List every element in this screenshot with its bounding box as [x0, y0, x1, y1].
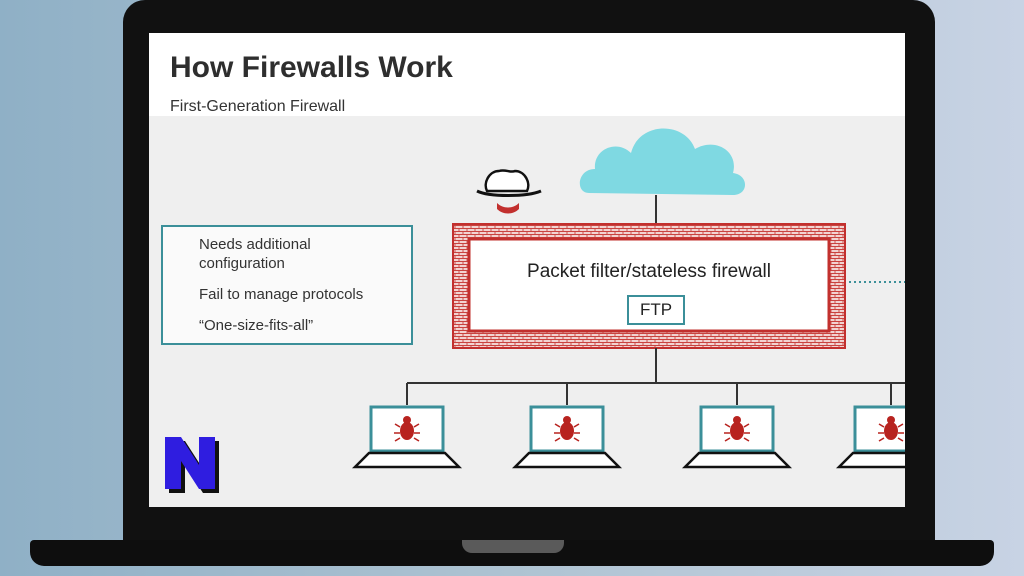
- n-logo-icon: [165, 437, 219, 493]
- slide-title: How Firewalls Work: [170, 51, 453, 84]
- laptop-notch: [462, 540, 564, 553]
- issue-item: “One-size-fits-all”: [163, 316, 313, 335]
- laptop-bug-icon: [681, 405, 793, 469]
- laptop-screen: How Firewalls Work First-Generation Fire…: [149, 33, 905, 507]
- issue-item: Needs additional configuration: [163, 235, 311, 273]
- issue-text-line: “One-size-fits-all”: [199, 317, 314, 334]
- laptop-bug-icon: [511, 405, 623, 469]
- laptop-bug-icon: [835, 405, 905, 469]
- ftp-protocol-box: FTP: [627, 295, 685, 325]
- issue-text-line: configuration: [199, 255, 285, 272]
- firewall-diagram: [165, 128, 905, 493]
- issue-text-line: Needs additional: [199, 236, 311, 253]
- network-tree: [406, 348, 905, 405]
- packet-filter-firewall: [452, 223, 846, 349]
- cloud-icon: [579, 128, 745, 195]
- slide-subtitle: First-Generation Firewall: [170, 98, 346, 115]
- issues-panel: Needs additional configuration Fail to m…: [161, 225, 413, 345]
- issue-item: Fail to manage protocols: [163, 285, 363, 304]
- firewall-label: Packet filter/stateless firewall: [527, 261, 771, 282]
- issue-text-line: Fail to manage protocols: [199, 286, 364, 303]
- laptop-bug-icon: [351, 405, 463, 469]
- title-band: [149, 33, 905, 116]
- hacker-icon: [476, 169, 542, 214]
